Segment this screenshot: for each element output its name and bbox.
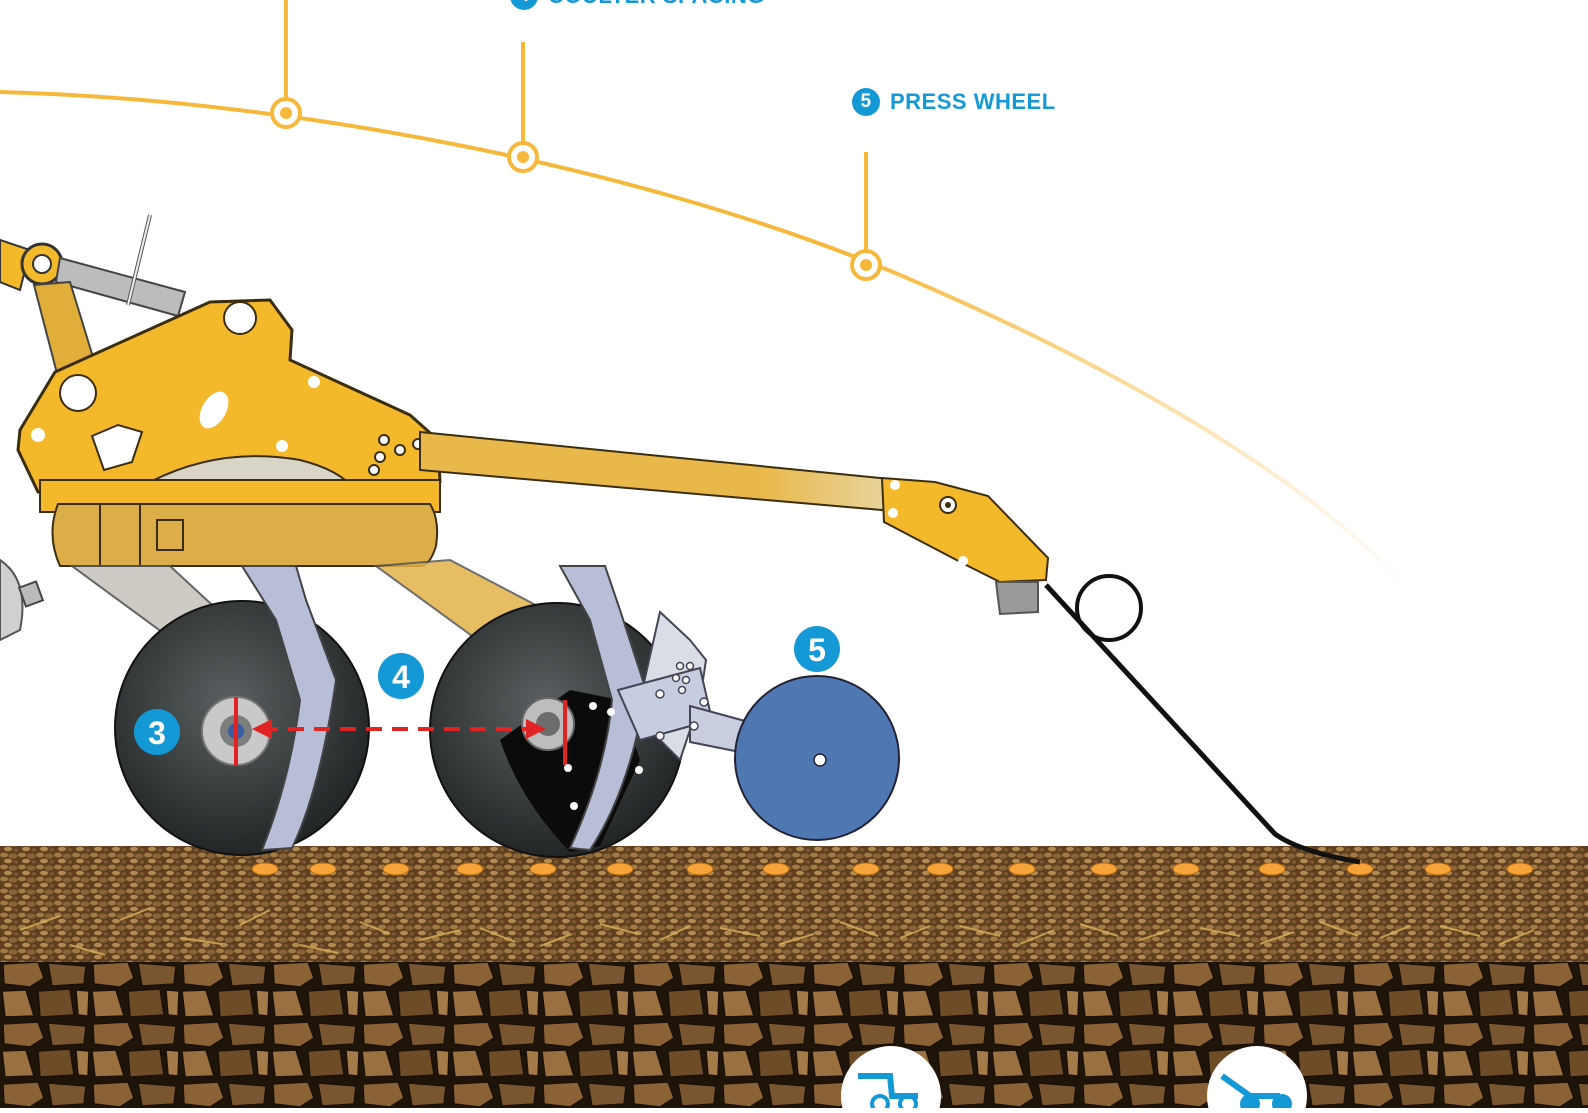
soil-seedbed — [0, 846, 1588, 966]
harrow-arm — [420, 432, 905, 512]
callout-press-wheel-number: 5 — [852, 88, 880, 116]
tool-bar-tube — [52, 504, 437, 566]
press-wheel-assembly — [618, 612, 899, 840]
marker-3-text: 3 — [148, 715, 166, 751]
harrow-bracket — [882, 478, 1048, 582]
marker-3: 3 — [134, 709, 180, 755]
callout-coulter-spacing: 4 COULTER SPACING — [510, 0, 765, 10]
marker-5-text: 5 — [808, 632, 826, 668]
callout-press-wheel: 5 PRESS WHEEL — [852, 88, 1056, 116]
callout-coulter-spacing-number: 4 — [510, 0, 538, 10]
callout-press-wheel-label: PRESS WHEEL — [890, 89, 1056, 115]
callout-coulter-spacing-label: COULTER SPACING — [548, 0, 765, 9]
marker-4: 4 — [378, 653, 424, 699]
soil-clods — [0, 962, 1588, 1108]
leader-node-5 — [852, 251, 880, 279]
marker-4-text: 4 — [392, 659, 410, 695]
leader-node-1 — [272, 99, 300, 127]
following-harrow-tine — [1046, 576, 1360, 862]
marker-5: 5 — [794, 626, 840, 672]
leader-node-4 — [509, 143, 537, 171]
